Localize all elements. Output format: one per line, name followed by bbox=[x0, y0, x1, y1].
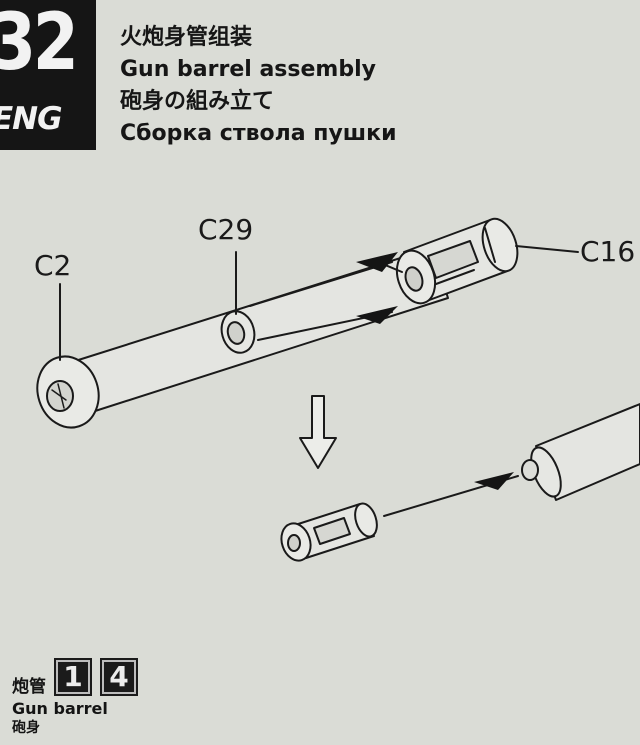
title-chinese: 火炮身管组装 bbox=[120, 25, 253, 50]
title-english: Gun barrel assembly bbox=[120, 57, 376, 82]
brand-logo-text: ENG bbox=[0, 101, 63, 137]
part-legend: 炮管 1 4 Gun barrel 砲身 bbox=[12, 656, 146, 737]
sprue-number-badge: 1 bbox=[54, 657, 92, 696]
second-barrel-part bbox=[521, 403, 640, 501]
legend-english: Gun barrel bbox=[12, 699, 108, 718]
part-label-c2: C2 bbox=[34, 249, 72, 282]
part-label-c29: C29 bbox=[198, 213, 254, 246]
ring-part-c29 bbox=[220, 310, 256, 354]
leader-line-c16 bbox=[515, 245, 579, 253]
step-badge: 32 ENG bbox=[0, 0, 96, 150]
step-titles: 火炮身管组装 Gun barrel assembly 砲身の組み立て Сборк… bbox=[120, 22, 397, 150]
second-muzzle-brake bbox=[280, 502, 378, 562]
title-japanese: 砲身の組み立て bbox=[120, 89, 275, 114]
legend-japanese: 砲身 bbox=[12, 720, 40, 736]
down-arrow-icon bbox=[299, 395, 337, 469]
title-russian: Сборка ствола пушки bbox=[120, 121, 397, 146]
muzzle-brake-part-c16 bbox=[395, 217, 519, 305]
insert-arrow-icon bbox=[474, 472, 514, 490]
part-label-c16: C16 bbox=[580, 235, 636, 268]
step-number: 32 bbox=[0, 0, 79, 88]
legend-chinese: 炮管 bbox=[12, 677, 46, 697]
sprue-number-badge: 4 bbox=[100, 657, 138, 696]
barrel-part-c2 bbox=[36, 247, 449, 429]
guide-line-upper bbox=[249, 261, 393, 307]
insert-arrow-icon bbox=[356, 252, 398, 272]
legend-sprue-row: 炮管 1 4 bbox=[12, 656, 146, 697]
insert-arrow-icon bbox=[356, 306, 398, 324]
